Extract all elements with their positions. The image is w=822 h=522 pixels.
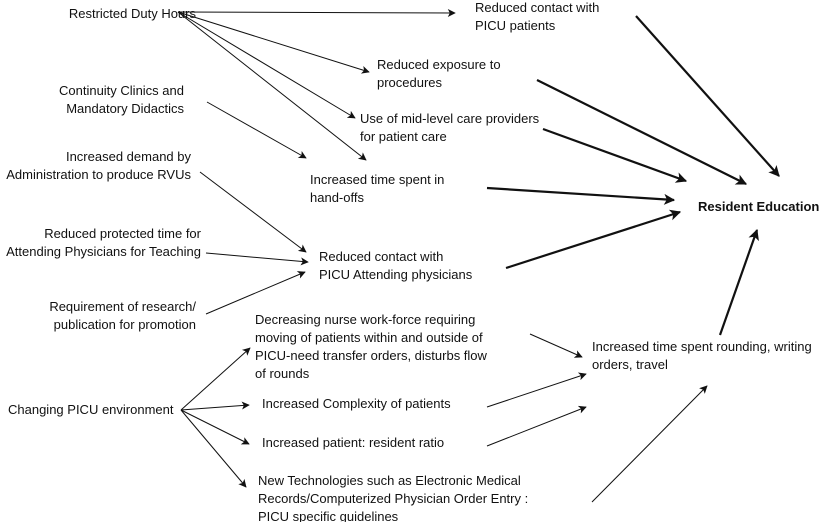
node-line: Administration to produce RVUs [6,167,191,182]
node-line: PICU-need transfer orders, disturbs flow [255,348,487,363]
node-line: hand-offs [310,190,364,205]
node-line: PICU patients [475,18,556,33]
nurse-workforce-node: Decreasing nurse work-force requiring mo… [255,311,487,383]
node-line: Increased patient: resident ratio [262,435,445,450]
arrow-handoffs-to-education [486,186,676,205]
arrow-picu-to-technologies [180,409,247,488]
node-line: Resident Education [698,199,820,214]
reduced-contact-attending-node: Reduced contact with PICU Attending phys… [319,248,472,284]
arrow-complexity-to-rounding [486,372,587,408]
arrow-duty-to-midlevel [177,11,356,119]
complexity-node: Increased Complexity of patients [262,395,451,413]
continuity-clinics-node: Continuity Clinics and Mandatory Didacti… [59,82,184,118]
node-line: Reduced contact with [319,249,444,264]
arrow-attending-to-education [505,209,682,270]
arrow-demand-to-attending [199,171,307,253]
thick-arrows [486,15,780,336]
node-line: Changing PICU environment [8,402,174,417]
node-line: Increased time spent in [310,172,445,187]
node-line: publication for promotion [53,317,196,332]
reduced-protected-time-node: Reduced protected time for Attending Phy… [6,225,201,261]
arrow-duty-to-contact-patients [177,8,456,17]
midlevel-providers-node: Use of mid-level care providers for pati… [360,110,539,146]
arrow-exposure-to-education [536,79,747,185]
rounding-time-node: Increased time spent rounding, writing o… [592,338,812,374]
node-line: Records/Computerized Physician Order Ent… [258,491,529,506]
node-line: New Technologies such as Electronic Medi… [258,473,521,488]
arrow-duty-to-handoffs [177,11,367,161]
arrow-rounding-to-education [718,228,759,336]
reduced-contact-picu-patients-node: Reduced contact with PICU patients [475,0,599,35]
arrow-technologies-to-rounding [591,385,708,503]
node-line: for patient care [360,129,447,144]
arrow-research-to-attending [205,271,306,315]
node-line: Decreasing nurse work-force requiring [255,312,476,327]
node-line: PICU specific guidelines [258,509,399,522]
requirement-research-node: Requirement of research/ publication for… [49,298,196,334]
node-line: Continuity Clinics and [58,83,184,98]
arrow-midlevel-to-education [542,127,688,183]
node-line: Increased demand by [65,149,191,164]
thin-arrows [177,8,708,503]
arrow-picu-to-nurse [180,347,251,411]
handoffs-node: Increased time spent in hand-offs [310,171,444,207]
node-line: Reduced protected time for [44,226,201,241]
node-line: Reduced exposure to [377,57,501,72]
new-technologies-node: New Technologies such as Electronic Medi… [258,472,528,522]
arrow-clinics-to-handoffs [206,101,307,159]
arrow-duty-to-exposure [177,11,370,74]
reduced-exposure-procedures-node: Reduced exposure to procedures [377,56,501,92]
node-line: procedures [377,75,443,90]
node-line: orders, travel [592,357,668,372]
arrow-protected-to-attending [205,252,309,266]
node-line: Reduced contact with [475,0,600,15]
patient-ratio-node: Increased patient: resident ratio [262,434,444,452]
node-line: Attending Physicians for Teaching [6,244,201,259]
arrow-contact-patients-to-education [635,15,780,177]
resident-education-node: Resident Education [698,198,819,216]
arrow-picu-to-ratio [180,409,250,445]
restricted-duty-hours-node: Restricted Duty Hours [69,5,196,23]
arrow-ratio-to-rounding [486,405,587,447]
node-line: Increased Complexity of patients [262,396,451,411]
node-line: of rounds [255,366,310,381]
increased-demand-node: Increased demand by Administration to pr… [6,148,191,184]
node-line: moving of patients within and outside of [255,330,483,345]
node-line: Restricted Duty Hours [68,6,196,21]
changing-picu-node: Changing PICU environment [8,401,173,419]
node-line: Increased time spent rounding, writing [592,339,812,354]
node-line: Mandatory Didactics [66,101,184,116]
node-line: PICU Attending physicians [319,267,473,282]
node-line: Requirement of research/ [49,299,196,314]
node-line: Use of mid-level care providers [360,111,540,126]
arrow-picu-to-complexity [180,401,250,411]
arrow-nurse-to-rounding [529,333,583,358]
